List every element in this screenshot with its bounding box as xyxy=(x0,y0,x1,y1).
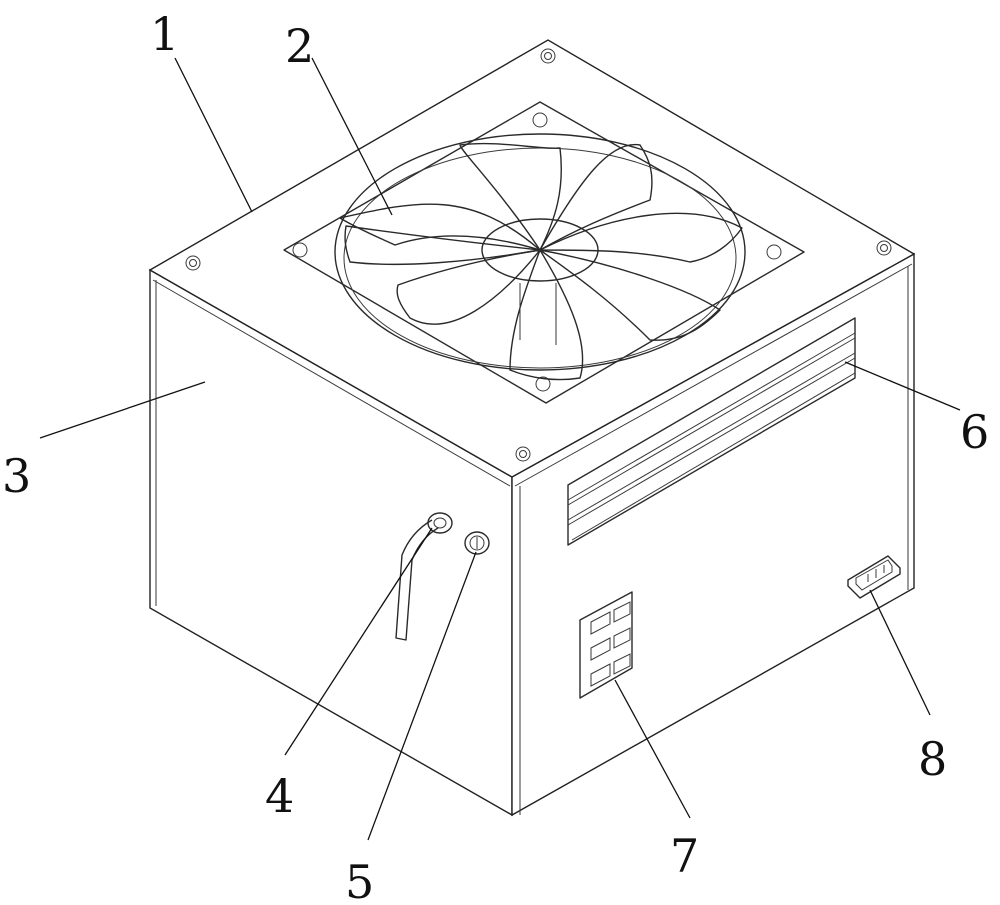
callout-7: 7 xyxy=(670,829,699,883)
callout-8: 8 xyxy=(918,732,947,786)
callout-6: 6 xyxy=(960,405,989,459)
callout-4: 4 xyxy=(265,769,294,823)
callout-5: 5 xyxy=(345,855,374,905)
callout-1: 1 xyxy=(150,7,179,61)
leader-line-1 xyxy=(175,58,252,212)
callout-2: 2 xyxy=(285,19,314,73)
callout-3: 3 xyxy=(2,449,31,503)
housing-box xyxy=(150,40,914,815)
leader-line-8 xyxy=(870,590,930,715)
